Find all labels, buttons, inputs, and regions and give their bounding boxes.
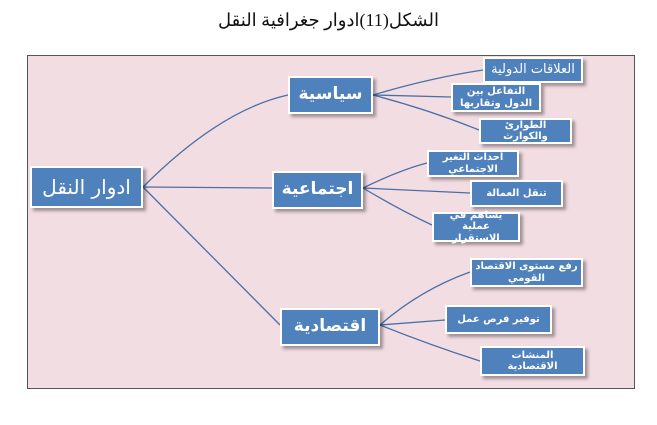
leaf-node-label: رفع مستوى الاقتصاد القومي [475,261,578,284]
leaf-node-label: العلاقات الدولية [491,61,575,77]
connector-root-politics [142,94,289,188]
root-node-label: ادوار النقل [42,174,131,199]
leaf-node-economy-2: توفير فرص عمل [445,305,552,334]
branch-node-label: اقتصادية [293,316,367,337]
leaf-node-label: تنقل العمالة [486,187,547,199]
leaf-node-label: المنشات الاقتصادية [507,349,558,373]
branch-node-politics: سياسية [288,76,373,114]
root-node: ادوار النقل [30,166,143,208]
branch-node-social: اجتماعية [272,171,363,209]
connector-social-3 [362,187,433,226]
leaf-node-politics-1: العلاقات الدولية [483,57,583,83]
leaf-node-social-1: احداث التغير الاجتماعي [427,150,519,177]
leaf-node-label: احداث التغير الاجتماعي [442,152,504,175]
connector-root-social [142,186,273,189]
connector-politics-1 [372,69,484,96]
leaf-node-economy-1: رفع مستوى الاقتصاد القومي [470,258,583,287]
connector-politics-2 [372,94,452,98]
leaf-node-politics-2: التفاعل بين الدول وتقاربها [451,83,541,112]
leaf-node-label: يساهم في عملية الاستقرار [449,209,503,244]
branch-node-economy: اقتصادية [280,308,380,346]
connector-social-2 [362,187,471,194]
leaf-node-economy-3: المنشات الاقتصادية [480,346,585,376]
connector-politics-3 [372,94,480,131]
leaf-node-social-2: تنقل العمالة [470,180,563,207]
leaf-node-label: الطوارئ والكوارث [503,119,548,143]
figure-caption: الشكل(11)ادوار جغرافية النقل [218,10,439,30]
leaf-node-social-3: يساهم في عملية الاستقرار [432,209,520,244]
branch-node-label: اجتماعية [281,179,354,200]
connector-economy-2 [379,319,446,326]
branch-node-label: سياسية [298,84,363,105]
connector-social-1 [362,162,428,189]
connector-economy-1 [379,271,471,326]
connector-economy-3 [379,324,481,362]
leaf-node-politics-3: الطوارئ والكوارث [479,118,572,144]
leaf-node-label: التفاعل بين الدول وتقاربها [459,86,533,109]
connector-root-economy [142,186,281,326]
leaf-node-label: توفير فرص عمل [457,313,540,325]
